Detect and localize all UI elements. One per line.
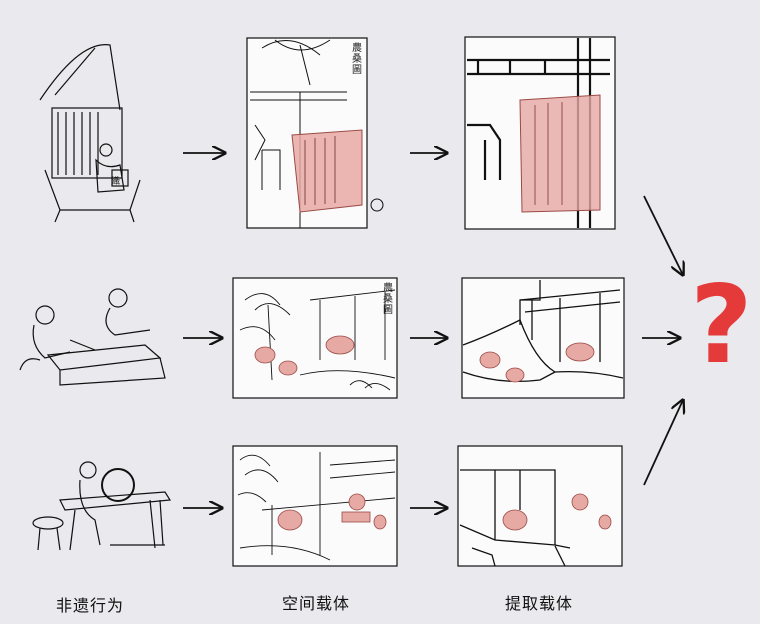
behavior-illustration-bowl-maker: [32, 461, 172, 551]
space-illustration-courtyard: [232, 277, 398, 399]
arrow-to-question-bottom: [643, 400, 683, 486]
space-illustration-workshop: [232, 445, 398, 567]
extract-illustration-courtyard: [461, 277, 625, 399]
caption-extract: 提取载体: [505, 594, 574, 613]
figure-tag: 織: [109, 176, 119, 185]
behavior-illustration-loom: [39, 44, 141, 223]
caption-space: 空间载体: [282, 594, 351, 613]
extract-illustration-workshop: [457, 445, 623, 567]
behavior-illustration-craftsmen: [19, 288, 166, 386]
space-illustration-weaving-hall: [246, 37, 384, 229]
space-title-seal: 農桑圖: [350, 41, 362, 75]
extract-illustration-weaving-hall: [464, 36, 616, 230]
arrow-to-question-top: [643, 195, 683, 275]
space-title-seal-2: 農桑圖: [381, 281, 393, 315]
arrows: [183, 153, 683, 508]
question-mark: ?: [690, 263, 753, 388]
caption-behavior: 非遗行为: [56, 596, 125, 615]
